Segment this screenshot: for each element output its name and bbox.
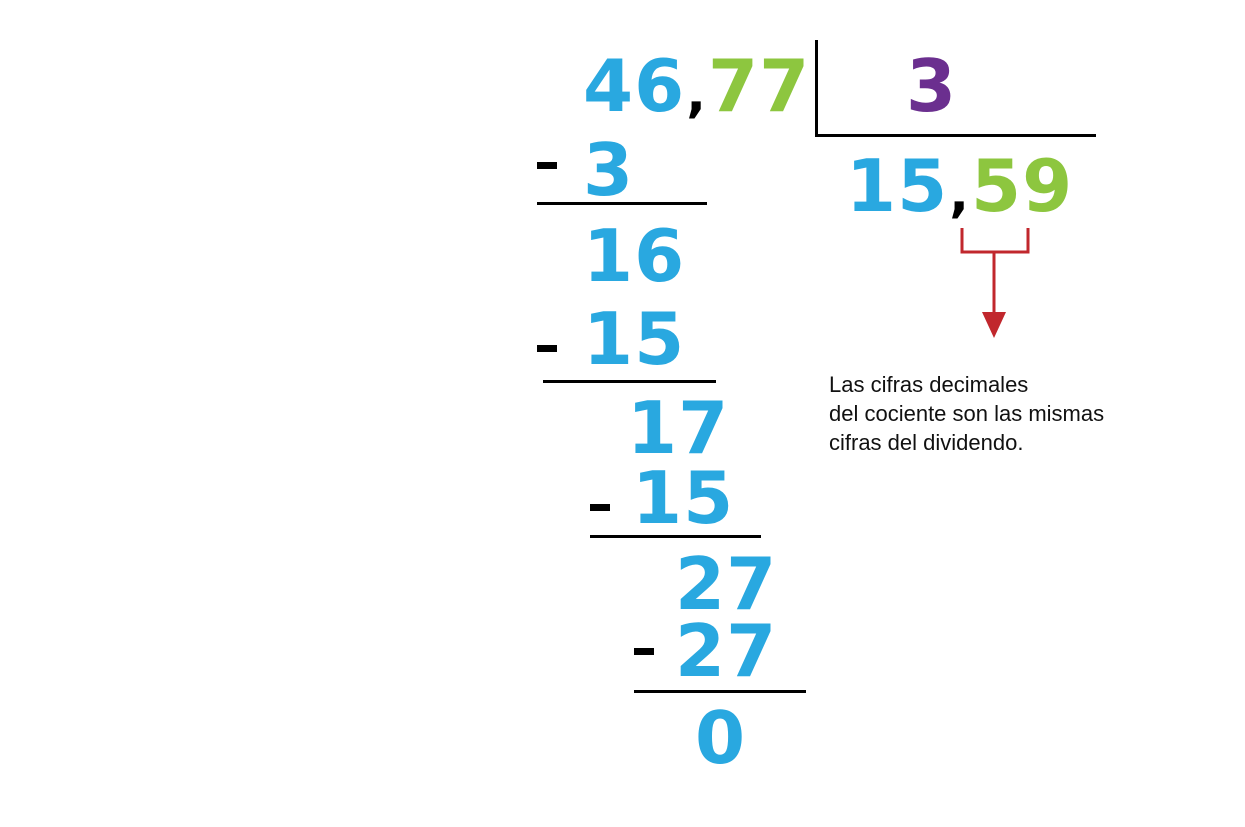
dividend: 46,77 [583,50,810,122]
dividend-integer-part: 46 [583,44,686,128]
arrow-down-icon [960,228,1030,338]
subtraction-line-3 [590,535,761,538]
subtraction-line-2 [543,380,716,383]
subtrahend-3: 15 [632,456,735,540]
dividend-decimal-part: 77 [707,44,811,128]
division-horizontal-line [815,134,1096,137]
annotation-line-1: Las cifras decimales [829,372,1029,397]
remainder-2: 17 [627,386,730,470]
annotation-line-2: del cociente son las mismas [829,401,1105,426]
quotient: 15,59 [846,150,1073,222]
divisor: 3 [906,44,958,128]
minus-sign [537,345,557,352]
minus-sign [590,504,610,511]
subtrahend-1: 3 [583,128,635,212]
remainder-1: 16 [583,214,686,298]
dividend-decimal-comma: , [686,64,707,124]
remainder-4: 0 [695,696,747,780]
quotient-decimal-comma: , [949,164,970,224]
minus-sign [634,648,654,655]
remainder-3: 27 [675,542,778,626]
annotation-line-3: cifras del dividendo. [829,430,1024,455]
subtraction-line-4 [634,690,806,693]
subtrahend-2: 15 [583,297,686,381]
quotient-integer-part: 15 [846,144,949,228]
quotient-decimal-part: 59 [970,144,1074,228]
subtrahend-4: 27 [675,609,778,693]
minus-sign [537,162,557,169]
annotation-text: Las cifras decimales del cociente son la… [829,370,1189,457]
division-vertical-line [815,40,818,137]
subtraction-line-1 [537,202,707,205]
